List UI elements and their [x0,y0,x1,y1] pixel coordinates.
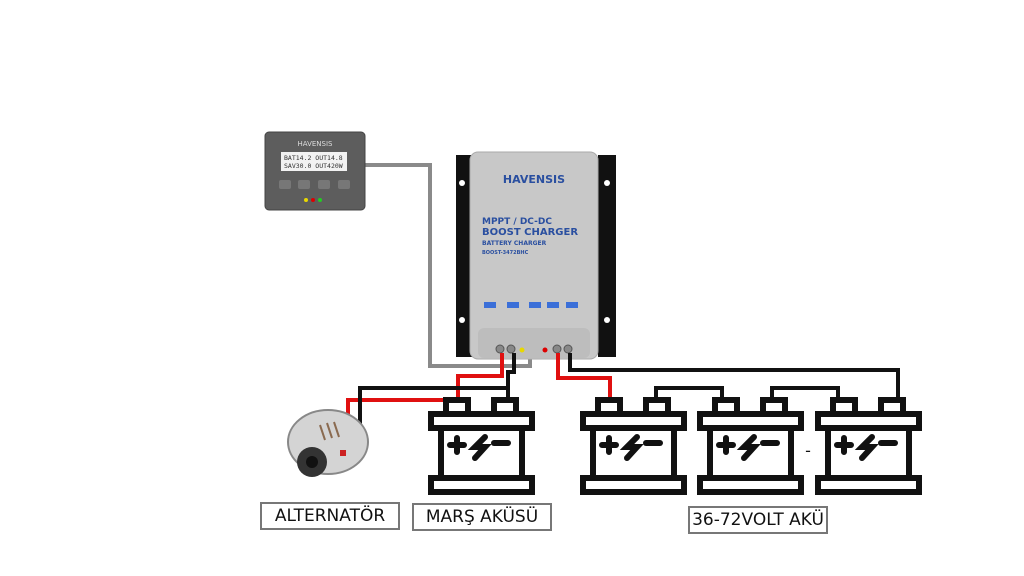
remote-button-back[interactable] [279,180,291,189]
boost-charger-unit: HAVENSIS MPPT / DC-DC BOOST CHARGER BATT… [456,151,616,360]
display-row-1: BAT14.2 OUT14.8 [284,154,343,162]
alternator-image [287,409,369,477]
starter-battery [428,397,535,495]
display-row-2: SAV30.0 OUT420W [284,162,343,170]
negative-wire-input [358,353,516,425]
label-starter-battery: MARŞ AKÜSÜ [412,503,552,531]
series-link-2 [770,386,840,402]
label-battery-bank: 36-72VOLT AKÜ [688,506,828,534]
series-separator: - [805,441,811,460]
controller-model: BOOST-3472BHC [482,250,529,256]
positive-wire-output [556,353,612,402]
led-red [311,198,315,202]
bank-battery-3 [815,397,922,495]
label-alternator: ALTERNATÖR [260,502,400,530]
controller-title-2: BOOST CHARGER [482,227,578,238]
bank-battery-1 [580,397,687,495]
led-yellow [304,198,308,202]
remote-display-panel: HAVENSIS BAT14.2 OUT14.8 SAV30.0 OUT420W [264,131,366,211]
controller-subtitle: BATTERY CHARGER [482,240,547,247]
bank-battery-2 [697,397,804,495]
remote-button-ok[interactable] [298,180,310,189]
remote-cable [305,163,532,368]
remote-button-up[interactable] [318,180,330,189]
series-link-1 [654,386,724,402]
status-leds [484,302,578,308]
remote-button-down[interactable] [338,180,350,189]
terminals [495,344,573,354]
controller-brand-logo: HAVENSIS [503,173,565,186]
negative-wire-output [568,353,900,402]
remote-brand: HAVENSIS [297,140,333,148]
controller-title-1: MPPT / DC-DC [482,217,552,227]
led-green [318,198,322,202]
